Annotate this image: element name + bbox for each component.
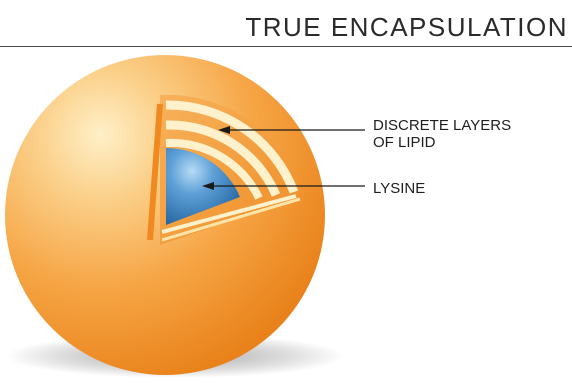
lysine-label: LYSINE (373, 180, 425, 197)
lipid-layers-label: DISCRETE LAYERS OF LIPID (373, 117, 511, 151)
lipid-label-line-2: OF LIPID (373, 134, 511, 151)
lipid-label-line-1: DISCRETE LAYERS (373, 117, 511, 134)
